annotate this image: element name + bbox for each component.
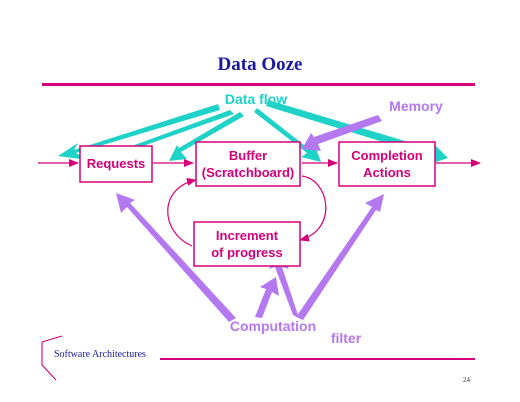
slide-title: Data Ooze (218, 54, 303, 75)
data-flow-arrow-to-completion-right (266, 100, 448, 165)
buffer-to-increment-loop (299, 175, 327, 242)
filter-label: filter (331, 330, 362, 346)
increment-label-line1: Increment (216, 228, 279, 243)
increment-box (193, 221, 301, 267)
computation-label: Computation (230, 318, 316, 334)
buffer-label-line1: Buffer (229, 148, 267, 163)
footer-rule (160, 358, 475, 360)
memory-arrow (302, 115, 382, 151)
increment-to-buffer-loop (167, 177, 197, 247)
computation-arrows (116, 193, 384, 322)
data-flow-label: Data flow (225, 91, 287, 107)
flow-arrows (38, 159, 481, 247)
computation-arrow-to-requests (116, 193, 236, 322)
footer-label: Software Architectures (54, 349, 146, 360)
data-flow-arrow-to-buffer (169, 112, 244, 161)
completion-label-line1: Completion (351, 148, 423, 163)
footer-logo-bracket (41, 335, 63, 381)
computation-arrow-to-increment (255, 277, 279, 318)
increment-label-line2: of progress (211, 245, 283, 260)
page-number: 24 (463, 376, 471, 384)
buffer-box (195, 141, 301, 187)
computation-arrow-to-completion (296, 194, 384, 320)
completion-label-line2: Actions (363, 165, 411, 180)
requests-box (79, 145, 153, 183)
requests-label: Requests (87, 156, 146, 171)
title-rule (42, 83, 475, 86)
data-flow-arrow-to-requests (110, 110, 234, 162)
buffer-label-line2: (Scratchboard) (202, 165, 294, 180)
completion-box (338, 141, 436, 187)
computation-arrow-to-increment-right (269, 252, 299, 318)
memory-label: Memory (389, 98, 443, 114)
